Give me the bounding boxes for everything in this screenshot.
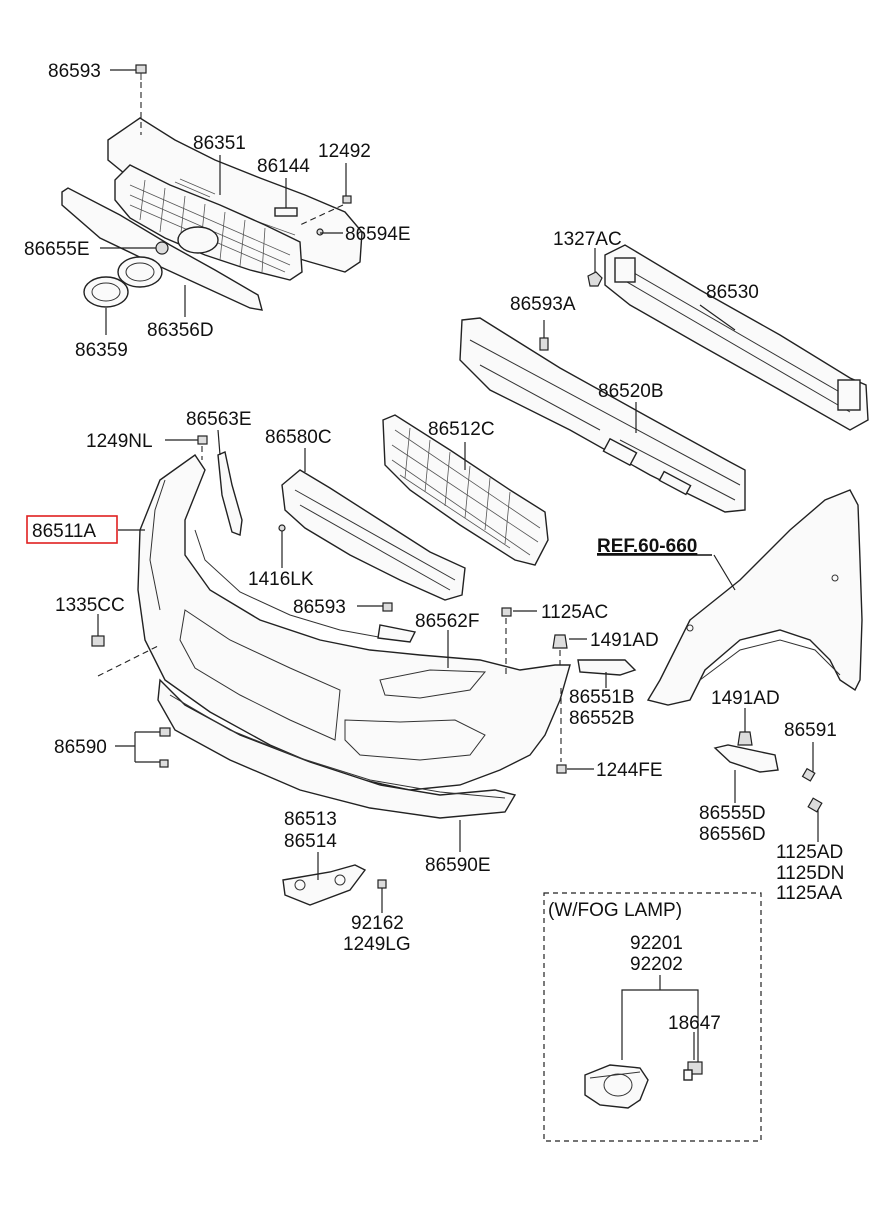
label-86580C[interactable]: 86580C: [265, 427, 332, 448]
bracket-86562F: [377, 624, 417, 643]
label-1491AD-a[interactable]: 1491AD: [590, 630, 659, 651]
energy-absorber-86520B: [459, 317, 746, 513]
clip-1491AD-a: [552, 634, 568, 649]
bracket-86580C: [278, 469, 466, 601]
label-1416LK[interactable]: 1416LK: [248, 569, 314, 590]
part-labels: 86593 86351 86144 12492 86594E 86655E 86…: [24, 61, 844, 1034]
label-1125AD[interactable]: 1125AD: [776, 842, 843, 863]
label-86144: [274, 207, 298, 217]
label-1335CC[interactable]: 1335CC: [55, 595, 125, 616]
label-1491AD-b[interactable]: 1491AD: [711, 688, 780, 709]
screw-92162: [377, 879, 387, 889]
label-92201[interactable]: 92201: [630, 933, 683, 954]
clip-1335CC: [91, 635, 105, 647]
screw-1249NL: [197, 435, 208, 445]
label-86594E[interactable]: 86594E: [345, 224, 411, 245]
screw-86593-top: [135, 64, 147, 80]
fog-lamp-section: [543, 892, 762, 1142]
label-86562F[interactable]: 86562F: [415, 611, 479, 632]
label-86593A[interactable]: 86593A: [510, 294, 576, 315]
label-18647[interactable]: 18647: [668, 1013, 721, 1034]
highlight-box: [26, 515, 118, 544]
label-1249LG[interactable]: 1249LG: [343, 934, 411, 955]
bracket-86555D: [713, 744, 779, 773]
label-86590[interactable]: 86590: [54, 737, 107, 758]
label-86351[interactable]: 86351: [193, 133, 246, 154]
label-1244FE[interactable]: 1244FE: [596, 760, 663, 781]
label-86590E[interactable]: 86590E: [425, 855, 491, 876]
label-92202[interactable]: 92202: [630, 954, 683, 975]
bumper-beam-86530: [587, 244, 869, 431]
label-1125DN[interactable]: 1125DN: [776, 863, 844, 884]
emblem-on-grille: [117, 256, 163, 288]
lower-grille-86512C: [382, 414, 549, 566]
grille-assembly: [61, 64, 363, 311]
side-bracket-86563E: [217, 451, 243, 536]
radiator-grille: [114, 164, 303, 281]
label-fog-lamp-title: (W/FOG LAMP): [548, 900, 682, 921]
label-1249NL[interactable]: 1249NL: [86, 431, 153, 452]
label-86591[interactable]: 86591: [784, 720, 837, 741]
bracket-86551B: [577, 659, 637, 676]
label-86593-top[interactable]: 86593: [48, 61, 101, 82]
label-86555D[interactable]: 86555D: [699, 803, 766, 824]
label-86556D[interactable]: 86556D: [699, 824, 766, 845]
label-12492[interactable]: 12492: [318, 141, 371, 162]
label-1125AA[interactable]: 1125AA: [776, 883, 843, 904]
nut-1327AC: [587, 271, 603, 287]
clip-86655E: [155, 241, 169, 255]
leader-lines: [97, 69, 819, 913]
screw-86593-mid: [382, 602, 393, 612]
label-ref-60-660[interactable]: REF.60-660: [597, 536, 697, 557]
screw-86590: [159, 727, 171, 768]
label-1327AC[interactable]: 1327AC: [553, 229, 622, 250]
screw-1244FE: [556, 764, 567, 774]
label-86655E[interactable]: 86655E: [24, 239, 90, 260]
clip-1491AD-b: [737, 731, 753, 746]
label-86552B[interactable]: 86552B: [569, 708, 635, 729]
front-bumper-cover-86511A: [91, 435, 637, 819]
fog-lamp-92201: [584, 1064, 649, 1109]
label-86512C[interactable]: 86512C: [428, 419, 495, 440]
grille-emblem-recess: [177, 226, 219, 254]
label-86593-mid[interactable]: 86593: [293, 597, 346, 618]
label-86511A[interactable]: 86511A: [32, 521, 96, 542]
label-86359[interactable]: 86359: [75, 340, 128, 361]
label-86520B[interactable]: 86520B: [598, 381, 664, 402]
fender-ref: [646, 489, 863, 813]
screw-1125AC: [501, 607, 512, 617]
label-86513[interactable]: 86513: [284, 809, 337, 830]
label-86356D[interactable]: 86356D: [147, 320, 214, 341]
label-86530[interactable]: 86530: [706, 282, 759, 303]
label-86551B[interactable]: 86551B: [569, 687, 635, 708]
fog-lamp-bracket-86513: [282, 864, 387, 906]
screw-12492: [342, 195, 352, 204]
label-1125AC[interactable]: 1125AC: [541, 602, 608, 623]
label-92162[interactable]: 92162: [351, 913, 404, 934]
label-86514[interactable]: 86514: [284, 831, 337, 852]
screw-86591: [801, 767, 816, 782]
label-86144[interactable]: 86144: [257, 156, 310, 177]
clip-86593A: [539, 337, 549, 351]
label-86563E[interactable]: 86563E: [186, 409, 252, 430]
bulb-18647: [683, 1061, 703, 1081]
screw-1125AD: [807, 797, 823, 813]
emblem-86359: [83, 276, 129, 308]
